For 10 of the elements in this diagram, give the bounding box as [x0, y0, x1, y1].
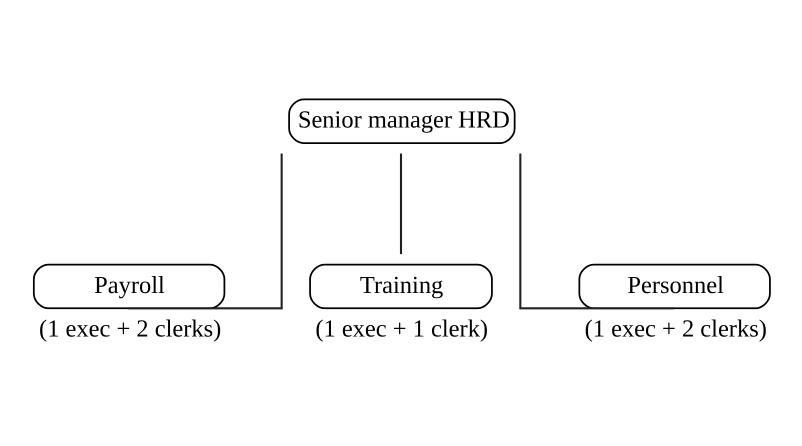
connector [519, 153, 674, 309]
node-label: (1 exec + 2 clerks) [39, 315, 222, 342]
node-box: Personnel [578, 263, 771, 309]
node-label: (1 exec + 1 clerk) [315, 315, 488, 342]
node-box: Training [309, 263, 493, 309]
connector [400, 153, 402, 254]
node-box: Senior manager HRD [288, 98, 516, 144]
node-box: Payroll [32, 263, 226, 309]
node-label: (1 exec + 2 clerks) [584, 315, 767, 342]
connector [128, 153, 283, 309]
